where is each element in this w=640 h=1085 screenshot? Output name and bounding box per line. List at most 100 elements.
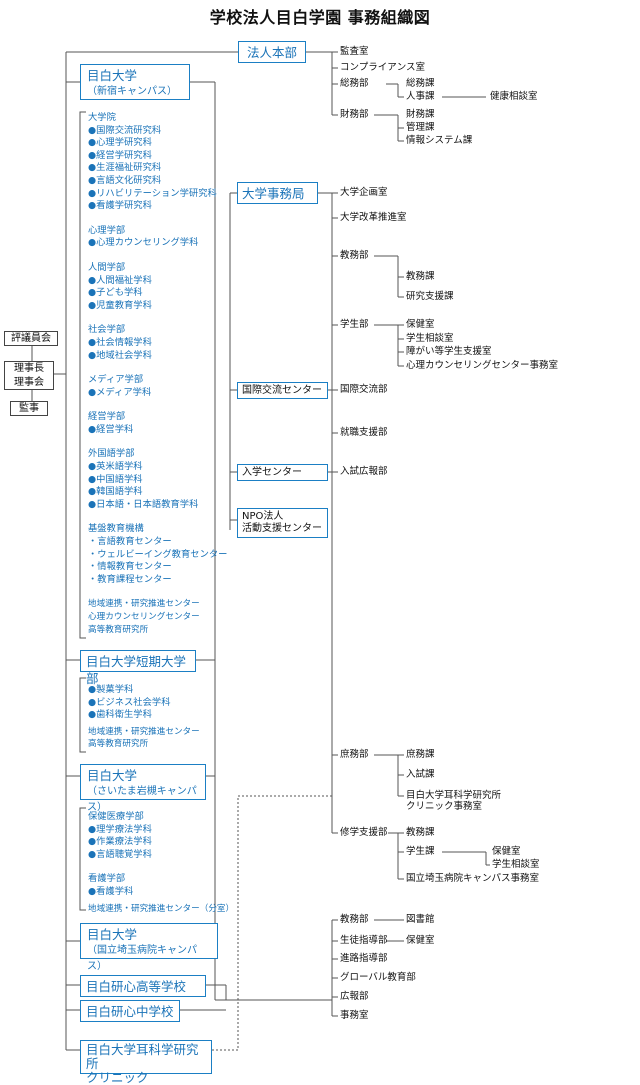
school-global: グローバル教育部 [340, 972, 416, 983]
shinjuku-faculty-list: 大学院 ●国際交流研究科 ●心理学研究科 ●経営学研究科 ●生涯福祉研究科 ●言… [88, 112, 227, 636]
clinic-name: 目白大学耳科学研究所 [86, 1042, 199, 1071]
grad-6: ●リハビリテーション学研究科 [88, 187, 217, 199]
hq-finance-div: 財務課 [406, 109, 435, 120]
mejiro-kokuritsu-sub: （国立埼玉病院キャンパス） [87, 945, 197, 972]
nursing-0: 看護学部 [88, 873, 126, 885]
nursing-1: ●看護学科 [88, 885, 134, 897]
npo-line1: NPO法人 [242, 511, 284, 522]
grad-5: ●言語文化研究科 [88, 174, 162, 186]
foreign-2: ●中国語学科 [88, 473, 143, 485]
media-0: メディア学部 [88, 374, 144, 386]
mejiro-saitama-sub: （さいたま岩槻キャンパス） [87, 786, 197, 813]
univ-shugaku: 修学支援部 [340, 827, 388, 838]
junior-high-box: 目白研心中学校 [80, 1000, 180, 1022]
junior-center-1: 高等教育研究所 [88, 739, 149, 750]
hq-general: 総務部 [340, 78, 369, 89]
junior-center-0: 地域連携・研究推進センター [88, 726, 200, 737]
human-1: ●人間福祉学科 [88, 274, 152, 286]
hq-box: 法人本部 [238, 41, 306, 63]
hq-mgmt-div: 管理課 [406, 122, 435, 133]
univ-academic-div: 教務課 [406, 271, 435, 282]
basic-4: ・教育課程センター [88, 573, 172, 585]
univ-student-consult: 学生相談室 [406, 333, 454, 344]
hq-finance: 財務部 [340, 109, 369, 120]
foreign-1: ●英米語学科 [88, 461, 143, 473]
junior-dept-1: ●ビジネス社会学科 [88, 696, 171, 708]
hq-info-div: 情報システム課 [406, 135, 473, 146]
junior-college-list: ●製菓学科 ●ビジネス社会学科 ●歯科衛生学科 地域連携・研究推進センター 高等… [88, 684, 200, 751]
mejiro-saitama-name: 目白大学 [87, 768, 138, 783]
univ-health-room: 保健室 [406, 319, 435, 330]
univ-kokuritsu-office: 国立埼玉病院キャンパス事務室 [406, 873, 540, 884]
univ-intl: 国際交流部 [340, 384, 388, 395]
health-2: ●作業療法学科 [88, 836, 152, 848]
admission-center-box: 入学センター [237, 464, 328, 481]
school-guidance: 生徒指導部 [340, 935, 388, 946]
page-title: 学校法人目白学園 事務組織図 [209, 8, 431, 27]
human-2: ●子ども学科 [88, 287, 143, 299]
univ-planning: 大学企画室 [340, 187, 388, 198]
media-1: ●メディア学科 [88, 386, 152, 398]
univ-shugaku-academic: 教務課 [406, 827, 435, 838]
univ-exam-div: 入試課 [406, 769, 435, 780]
psych-0: 心理学部 [88, 224, 126, 236]
auditor-box: 監事 [10, 401, 48, 416]
clinic-box: 目白大学耳科学研究所 クリニック [80, 1040, 212, 1085]
health-0: 保健医療学部 [88, 811, 144, 822]
hq-compliance: コンプライアンス室 [340, 62, 426, 73]
psych-1: ●心理カウンセリング学科 [88, 237, 199, 249]
univ-clinic-office-1: 目白大学耳科学研究所 [406, 790, 502, 801]
centers-2: 高等教育研究所 [88, 624, 149, 635]
saitama-center-0: 地域連携・研究推進センター（分室） [88, 903, 235, 914]
univ-health-room2: 保健室 [492, 846, 521, 857]
mejiro-saitama-box: 目白大学 （さいたま岩槻キャンパス） [80, 764, 206, 813]
grad-7: ●看護学研究科 [88, 200, 152, 212]
high-school-box: 目白研心高等学校 [80, 975, 206, 997]
univ-admission: 入試広報部 [340, 466, 388, 477]
human-3: ●児童教育学科 [88, 299, 152, 311]
school-career: 進路指導部 [340, 953, 388, 964]
hq-hr: 人事課 [406, 91, 435, 102]
univ-office-box: 大学事務局 [237, 182, 318, 204]
council-box: 評議員会 [4, 331, 58, 346]
univ-disability: 障がい等学生支援室 [406, 346, 492, 357]
school-office: 事務室 [340, 1010, 369, 1021]
foreign-3: ●韓国語学科 [88, 486, 143, 498]
social-2: ●地域社会学科 [88, 349, 152, 361]
hq-general-div: 総務課 [406, 78, 435, 89]
mejiro-shinjuku-name: 目白大学 [87, 68, 138, 83]
social-1: ●社会情報学科 [88, 336, 152, 348]
npo-box: NPO法人 活動支援センター [237, 508, 328, 538]
univ-academic: 教務部 [340, 250, 369, 261]
grad-1: ●国際交流研究科 [88, 124, 162, 136]
chairman-board-box: 理事長 理事会 [4, 361, 54, 390]
mejiro-shinjuku-sub: （新宿キャンパス） [87, 86, 177, 97]
mejiro-shinjuku-box: 目白大学 （新宿キャンパス） [80, 64, 190, 100]
health-3: ●言語聴覚学科 [88, 848, 152, 860]
univ-research: 研究支援課 [406, 291, 454, 302]
school-pr: 広報部 [340, 991, 369, 1002]
univ-consult2: 学生相談室 [492, 859, 540, 870]
mgmt-1: ●経営学科 [88, 423, 134, 435]
social-0: 社会学部 [88, 324, 126, 336]
univ-reform: 大学改革推進室 [340, 212, 407, 223]
grad-2: ●心理学研究科 [88, 137, 152, 149]
grad-3: ●経営学研究科 [88, 149, 152, 161]
clinic-sub: クリニック [86, 1070, 149, 1085]
foreign-0: 外国語学部 [88, 448, 135, 460]
univ-counseling-office: 心理カウンセリングセンター事務室 [406, 360, 559, 371]
centers-1: 心理カウンセリングセンター [88, 612, 200, 622]
basic-2: ・ウェルビーイング教育センター [88, 548, 228, 560]
school-library: 図書館 [406, 914, 435, 925]
chairman-label: 理事長 [14, 363, 44, 374]
board-label: 理事会 [14, 377, 44, 388]
junior-dept-0: ●製菓学科 [88, 684, 134, 695]
human-0: 人間学部 [88, 261, 126, 273]
saitama-faculty-list: 保健医療学部 ●理学療法学科 ●作業療法学科 ●言語聴覚学科 看護学部 ●看護学… [88, 811, 234, 915]
school-academic: 教務部 [340, 914, 369, 925]
mejiro-kokuritsu-box: 目白大学 （国立埼玉病院キャンパス） [80, 923, 218, 972]
univ-clinic-office-2: クリニック事務室 [406, 801, 483, 812]
foreign-4: ●日本語・日本語教育学科 [88, 498, 199, 510]
hq-health: 健康相談室 [490, 91, 538, 102]
univ-career: 就職支援部 [340, 427, 388, 438]
